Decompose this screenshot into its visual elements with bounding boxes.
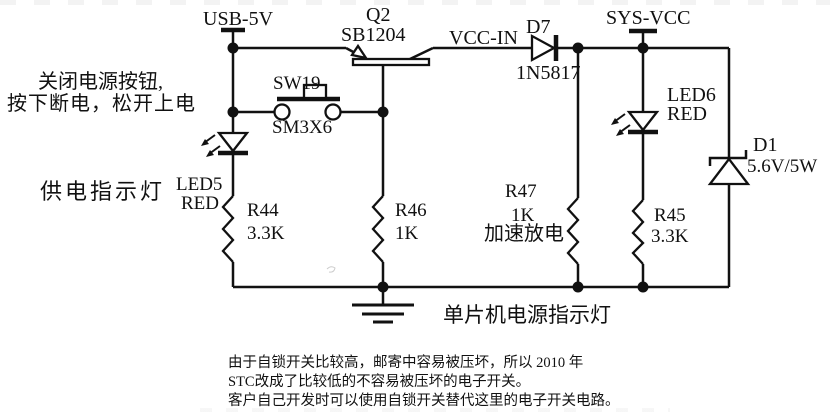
- led-triangle: [216, 131, 250, 153]
- junction-dot: [572, 42, 584, 54]
- zener-diode-symbol: [707, 150, 751, 186]
- led-triangle: [626, 110, 660, 132]
- annotation-power-button-line1: 关闭电源按钮,: [38, 70, 163, 93]
- part-1n5817: 1N5817: [516, 62, 580, 84]
- switch-contact: [273, 103, 291, 121]
- net-label-sys-vcc: SYS-VCC: [606, 7, 690, 29]
- junction-dot: [637, 281, 649, 293]
- annotation-mcu-power-indicator: 单片机电源指示灯: [443, 303, 611, 327]
- pnp-transistor-symbol: [350, 43, 431, 67]
- ref-led6: LED6: [667, 84, 716, 106]
- annotation-power-button-line2: 按下断电，松开上电: [7, 92, 196, 115]
- ref-led5: LED5: [176, 174, 222, 195]
- resistor-symbol: [221, 195, 645, 265]
- net-label-vcc-in: VCC-IN: [449, 27, 518, 49]
- ref-r47: R47: [505, 181, 537, 202]
- led-symbol-led6: [611, 110, 660, 136]
- ref-q2: Q2: [366, 4, 390, 26]
- value-r44: 3.3K: [247, 223, 285, 244]
- led-light-arrowhead: [201, 139, 209, 146]
- value-r45: 3.3K: [651, 226, 689, 247]
- scan-artifact-bottom: [200, 408, 670, 412]
- junction-dot: [572, 281, 584, 293]
- part-sm3x6: SM3X6: [272, 117, 332, 138]
- junction-dots: [227, 42, 649, 293]
- value-d1: 5.6V/5W: [747, 156, 817, 177]
- note-line-1: 由于自锁开关比较高，邮寄中容易被压坏，所以 2010 年: [228, 353, 583, 371]
- zener-triangle: [707, 157, 751, 186]
- annotation-fast-discharge: 加速放电: [484, 222, 564, 245]
- part-sb1204: SB1204: [341, 24, 405, 46]
- color-led5: RED: [181, 193, 219, 214]
- color-led6: RED: [667, 103, 707, 125]
- value-r46: 1K: [395, 223, 419, 244]
- value-r47: 1K: [511, 205, 535, 226]
- zener-cathode-bar: [708, 150, 748, 166]
- junction-dot: [377, 106, 389, 118]
- switch-contact: [324, 103, 342, 121]
- net-label-usb-5v: USB-5V: [203, 8, 274, 30]
- switch-button: [302, 83, 328, 100]
- note-line-3: 客户自己开发时可以使用自锁开关替代这里的电子开关电路。: [228, 392, 620, 409]
- print-artifact: [326, 266, 336, 273]
- junction-dot: [227, 42, 239, 54]
- junction-dot: [377, 281, 389, 293]
- led-light-arrowhead: [611, 118, 619, 125]
- led-light-arrowhead: [616, 129, 624, 136]
- note-line-2: STC改成了比较低的不容易被压坏的电子开关。: [228, 372, 530, 390]
- ref-d7: D7: [526, 16, 550, 38]
- led-light-arrowhead: [206, 150, 214, 157]
- wire: [231, 30, 731, 304]
- ref-r44: R44: [247, 200, 279, 221]
- transistor-base-bar: [351, 57, 431, 67]
- emitter-arrow-icon: [350, 43, 369, 60]
- ref-sw19: SW19: [273, 73, 321, 94]
- ref-r45: R45: [654, 205, 686, 226]
- junction-dot: [227, 106, 239, 118]
- power-rail-icon: [221, 27, 657, 34]
- ref-d1: D1: [753, 134, 777, 156]
- ground-icon: [352, 303, 414, 324]
- led-symbol-led5: [201, 131, 250, 157]
- scan-artifact-top: [0, 0, 830, 5]
- annotation-supply-indicator: 供电指示灯: [40, 179, 165, 204]
- pushbutton-switch-symbol: [273, 83, 342, 121]
- schottky-diode-symbol: [530, 34, 557, 62]
- junction-dot: [637, 42, 649, 54]
- ref-r46: R46: [395, 200, 427, 221]
